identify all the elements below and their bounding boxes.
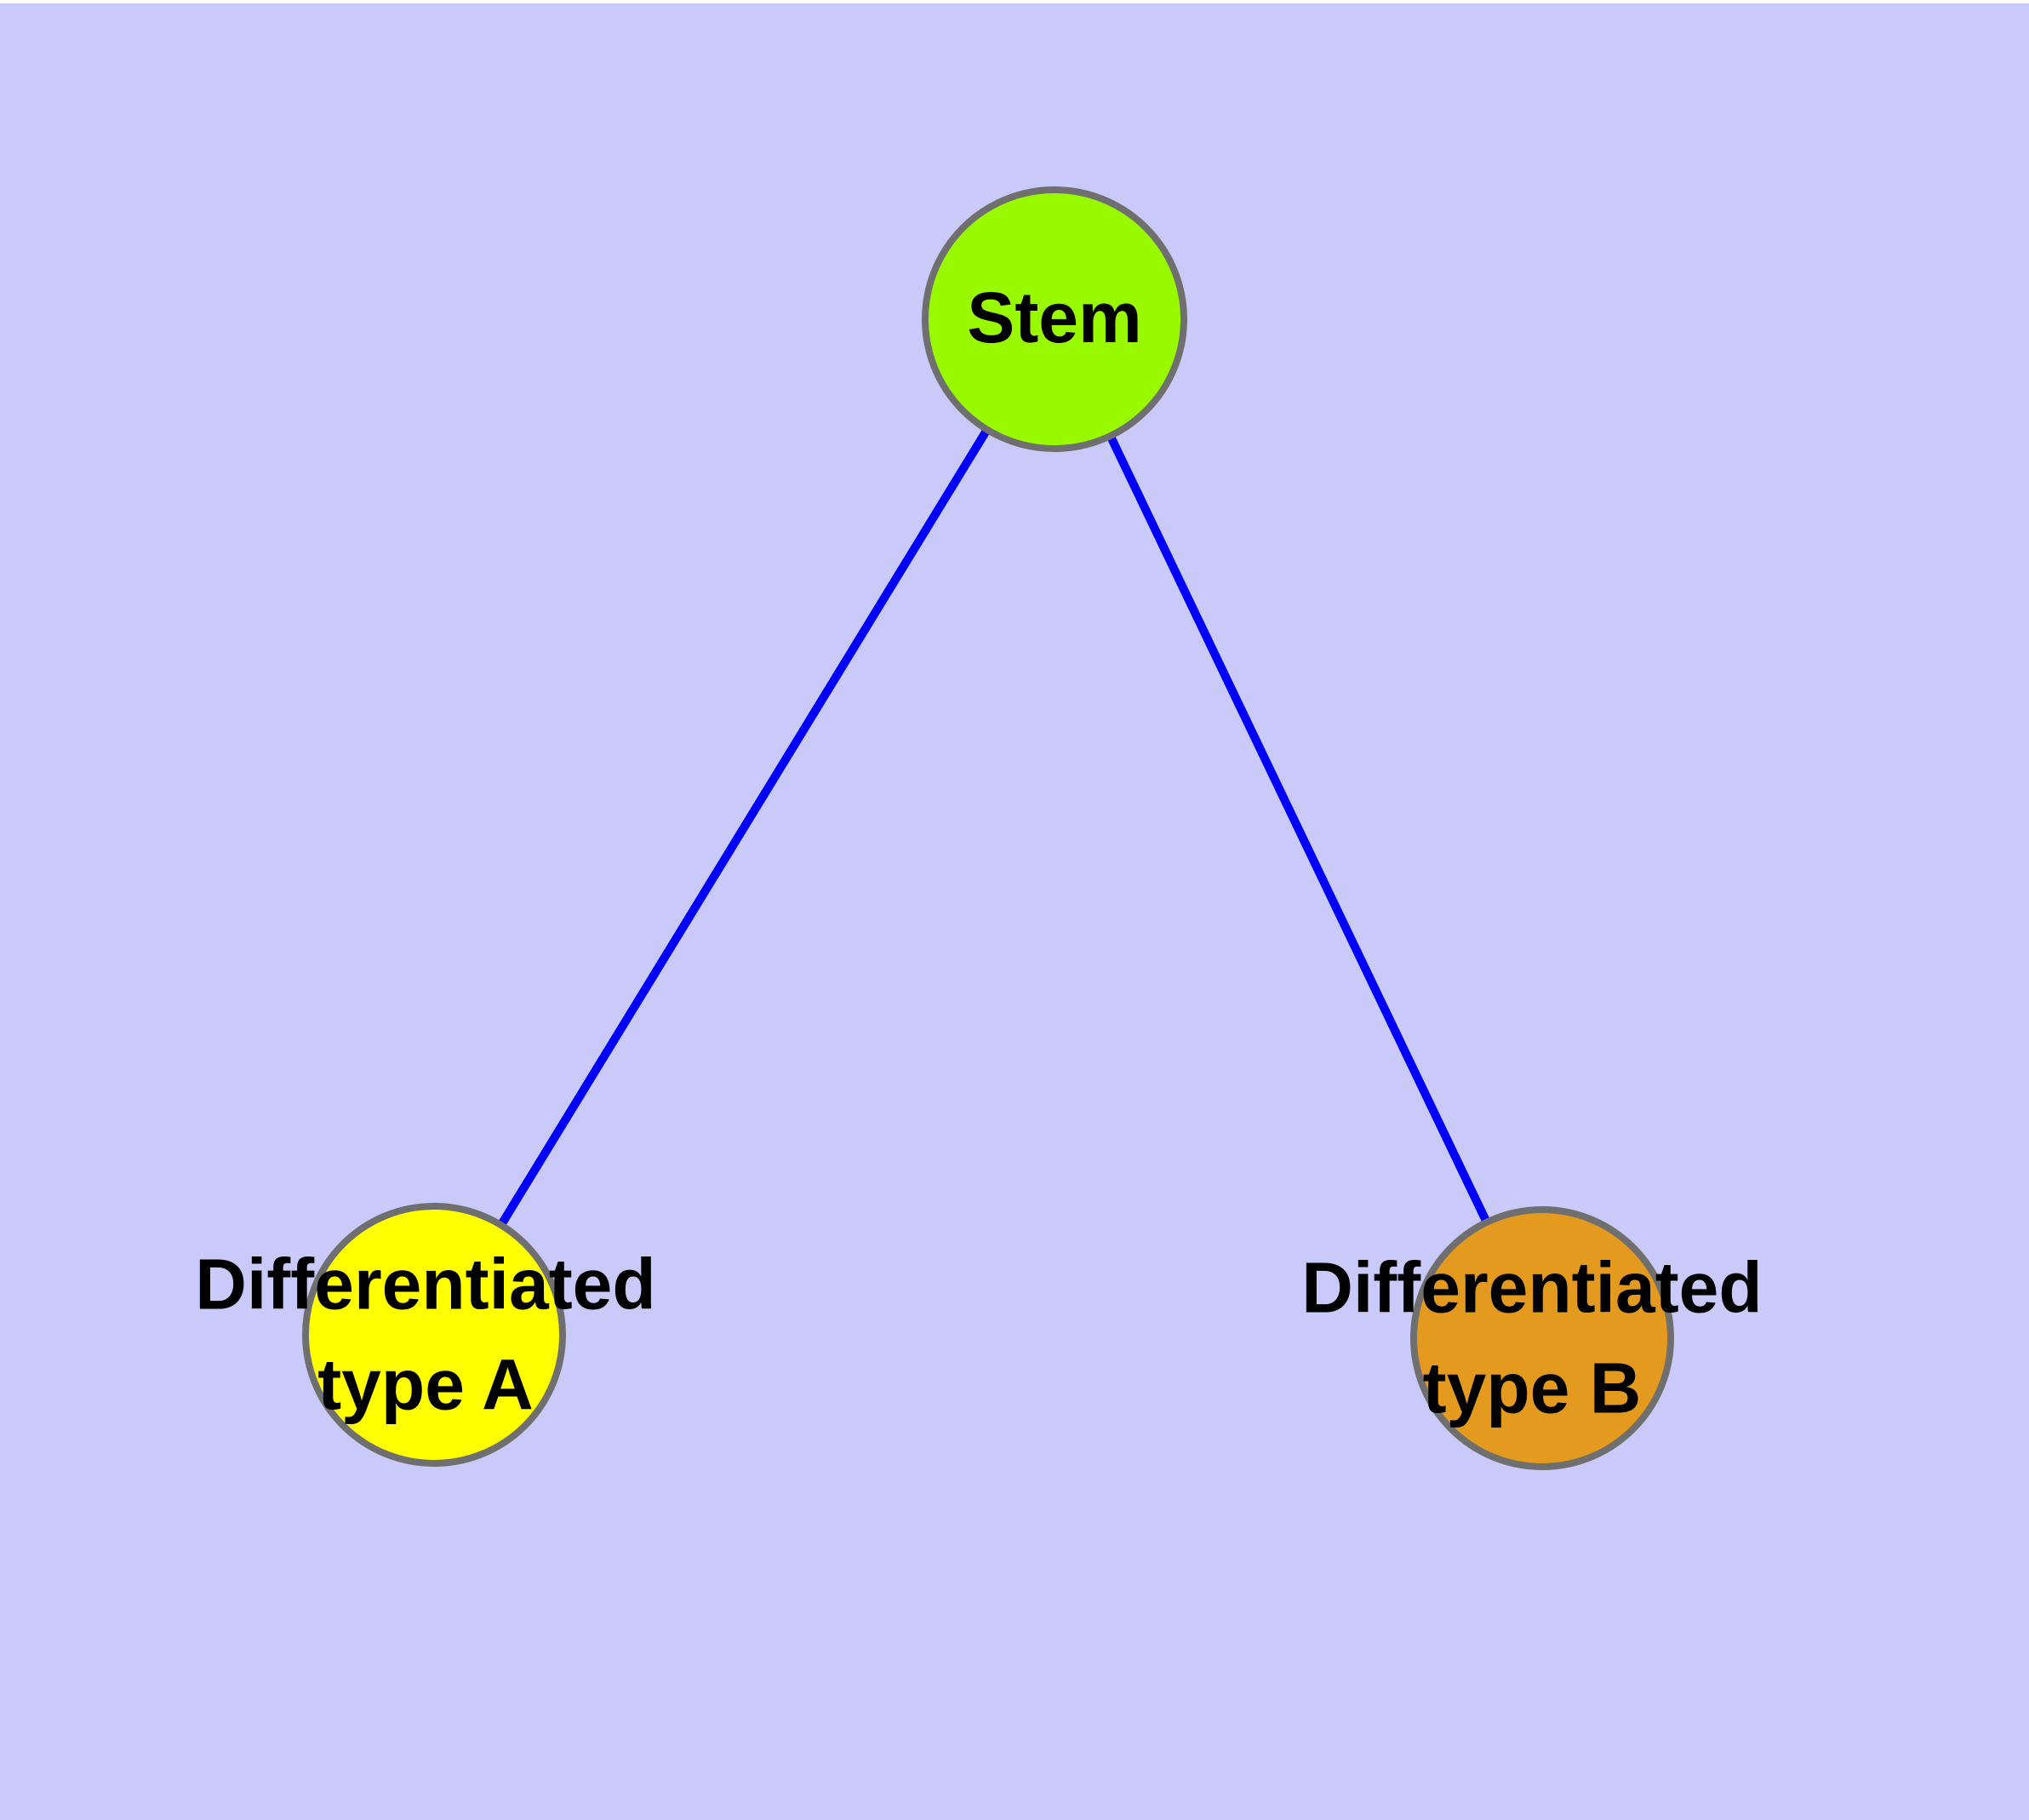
- node-type-b-circle: [1410, 1206, 1674, 1470]
- node-stem-label: Stem: [967, 268, 1141, 369]
- top-frame-strip: [0, 0, 2029, 3]
- node-type-a-label-line1: Differentiated: [195, 1244, 656, 1325]
- edge-stem-to-type-b: [1050, 317, 1546, 1341]
- node-type-a-label: Differentiated type A: [195, 1234, 655, 1434]
- edge-stem-to-type-a: [430, 317, 1059, 1337]
- node-type-a-circle: [302, 1203, 566, 1467]
- node-type-b-label: Differentiated type B: [1301, 1238, 1762, 1438]
- node-stem-circle: [922, 186, 1187, 452]
- node-type-a-label-line2: type A: [317, 1344, 534, 1424]
- node-stem-label-text: Stem: [967, 278, 1142, 358]
- node-type-b-label-line1: Differentiated: [1301, 1247, 1763, 1328]
- node-type-b-label-line2: type B: [1422, 1348, 1642, 1428]
